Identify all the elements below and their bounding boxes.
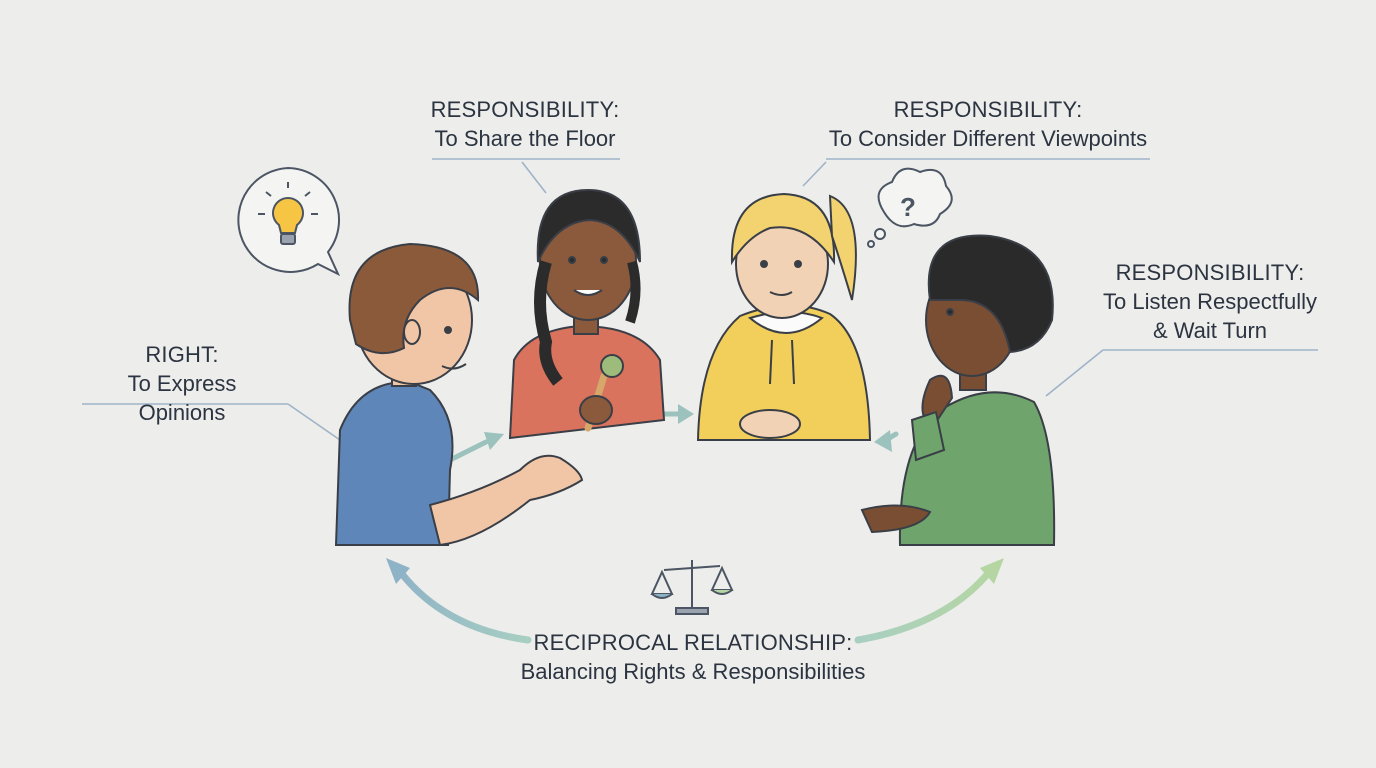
leader-line-right-diagonal: [287, 403, 341, 441]
label-listen: RESPONSIBILITY: To Listen Respectfully &…: [1090, 258, 1330, 345]
flow-arrows: [447, 404, 899, 463]
label-share-floor: RESPONSIBILITY: To Share the Floor: [412, 95, 638, 153]
question-mark-icon: ?: [900, 192, 916, 222]
label-listen-heading: RESPONSIBILITY:: [1115, 260, 1305, 285]
label-viewpoints-heading: RESPONSIBILITY:: [893, 97, 1083, 122]
label-right-heading: RIGHT:: [145, 342, 219, 367]
label-viewpoints: RESPONSIBILITY: To Consider Different Vi…: [818, 95, 1158, 153]
boy-brown-hair: [334, 242, 584, 547]
flow-arrowhead-1: [484, 432, 504, 450]
leader-lines: [82, 158, 1318, 441]
lightbulb-icon: [258, 182, 318, 245]
label-share-floor-text: To Share the Floor: [434, 126, 616, 151]
arc-arrow-left: [392, 562, 532, 644]
arc-arrowhead-right: [980, 558, 1004, 584]
flow-arrowhead-3: [874, 430, 892, 452]
label-listen-text-2: & Wait Turn: [1152, 318, 1268, 343]
boy-curly-hair: [860, 234, 1056, 546]
leader-line-share-floor-diagonal: [521, 161, 547, 194]
girl-blonde-ponytail: [696, 192, 872, 441]
label-reciprocal-text: Balancing Rights & Responsibilities: [520, 659, 866, 684]
flow-arrow-1: [447, 439, 489, 463]
idea-bubble: [237, 166, 341, 277]
reciprocal-arrows: [386, 558, 1004, 644]
label-share-floor-heading: RESPONSIBILITY:: [430, 97, 620, 122]
flow-arrowhead-2: [678, 404, 694, 424]
question-thought-bubble: ?: [867, 167, 953, 248]
label-right-text: To Express Opinions: [127, 371, 237, 425]
girl-with-braids: [508, 188, 666, 440]
label-reciprocal: RECIPROCAL RELATIONSHIP: Balancing Right…: [500, 628, 886, 686]
arc-arrow-right: [854, 562, 998, 644]
arc-arrowhead-left: [386, 558, 410, 584]
balance-scale-icon: [650, 560, 734, 615]
label-viewpoints-text: To Consider Different Viewpoints: [828, 126, 1148, 151]
leader-line-listen-diagonal: [1045, 349, 1104, 397]
leader-line-viewpoints-diagonal: [802, 161, 827, 187]
label-right: RIGHT: To Express Opinions: [82, 340, 282, 427]
label-listen-text-1: To Listen Respectfully: [1103, 289, 1317, 314]
label-reciprocal-heading: RECIPROCAL RELATIONSHIP:: [533, 630, 853, 655]
